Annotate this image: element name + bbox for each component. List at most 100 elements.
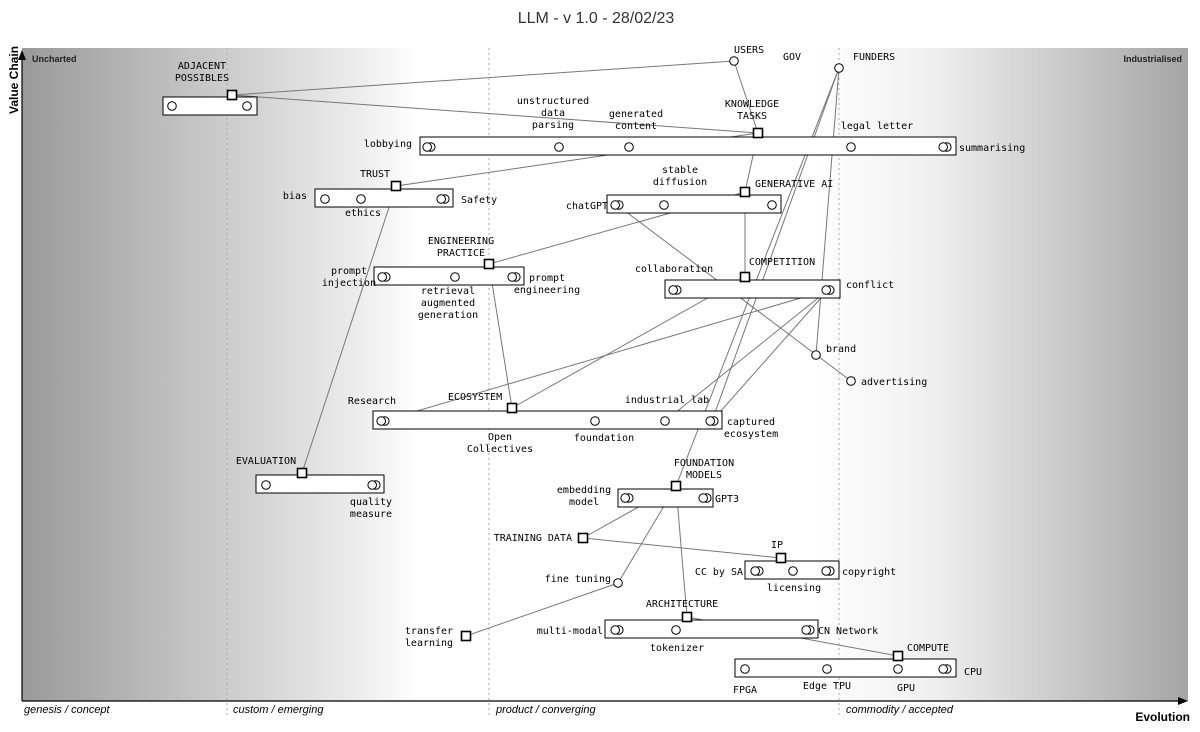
component-label: USERS (734, 45, 764, 56)
edge-funders-to-captured (711, 67, 840, 422)
component-research[interactable]: Research (348, 396, 396, 426)
edge-funders-to-brand (815, 67, 840, 356)
component-label: GENERATIVE AI (755, 179, 833, 190)
component-double-circle-icon (507, 272, 518, 282)
pipeline-architecture (604, 619, 819, 639)
component-generative[interactable]: GENERATIVE AI (739, 179, 834, 198)
y-axis-label: Value Chain (7, 46, 21, 114)
component-chatgpt[interactable]: chatGPT (566, 200, 624, 212)
component-cn_network[interactable]: CN Network (801, 625, 878, 637)
component-edgetpu[interactable]: Edge TPU (803, 664, 851, 692)
component-collaboration[interactable]: collaboration (635, 264, 713, 295)
component-double-circle-icon (938, 142, 949, 152)
component-gen_right[interactable] (767, 200, 777, 210)
component-advertising[interactable]: advertising (846, 376, 928, 388)
component-licensing[interactable]: licensing (767, 566, 821, 594)
component-copyright[interactable]: copyright (821, 566, 896, 578)
industrialised-label: Industrialised (1123, 54, 1182, 64)
component-label: Edge TPU (803, 681, 851, 692)
component-square-icon (506, 402, 518, 414)
component-bias[interactable]: bias (283, 191, 330, 204)
edge-users-to-adjacent (231, 60, 735, 96)
component-fine_tuning[interactable]: fine tuning (545, 574, 623, 588)
component-fpga[interactable]: FPGA (733, 664, 757, 696)
component-safety[interactable]: Safety (436, 194, 497, 206)
component-circle-icon (834, 63, 844, 73)
component-funders[interactable]: FUNDERS (834, 52, 895, 73)
component-evaluation[interactable]: EVALUATION (236, 456, 308, 479)
component-ccbysa[interactable]: CC by SA (695, 566, 764, 578)
pipeline-adjacent (162, 96, 258, 116)
component-ethics[interactable]: ethics (345, 194, 381, 219)
component-double-circle-icon (938, 664, 949, 674)
component-adj_right[interactable] (242, 101, 252, 111)
component-square-icon (577, 532, 589, 544)
component-industrial[interactable]: industrial lab (625, 395, 709, 426)
component-square-icon (739, 271, 751, 283)
pipelines-layer (162, 96, 957, 678)
component-ecosystem[interactable]: ECOSYSTEM (448, 392, 518, 414)
pipeline-trust (314, 188, 454, 208)
component-cpu[interactable]: CPU (938, 664, 982, 678)
component-gpu[interactable]: GPU (893, 664, 915, 694)
stage-product: product / converging (495, 704, 597, 716)
component-circle-icon (356, 194, 366, 204)
component-gpt3[interactable]: GPT3 (698, 493, 739, 505)
component-double-circle-icon (821, 566, 832, 576)
component-gov[interactable]: GOV (783, 52, 801, 63)
y-axis-arrow-icon (18, 50, 26, 60)
pipeline-engineering (373, 266, 525, 286)
component-tokenizer[interactable]: tokenizer (650, 625, 704, 654)
edge-competition-to-ecosystem (511, 276, 746, 409)
component-eval_left[interactable] (261, 480, 271, 490)
component-ip[interactable]: IP (771, 540, 787, 564)
component-legal[interactable]: legal letter (841, 121, 913, 152)
component-architecture[interactable]: ARCHITECTURE (646, 599, 718, 623)
x-axis-arrow-icon (1178, 697, 1188, 705)
component-circle-icon (846, 142, 856, 152)
map-title: LLM - v 1.0 - 28/02/23 (518, 10, 675, 27)
component-conflict[interactable]: conflict (821, 280, 894, 295)
component-multimodal[interactable]: multi-modal (537, 625, 624, 637)
component-trust[interactable]: TRUST (360, 169, 402, 192)
component-label: FUNDERS (853, 52, 895, 63)
component-label: summarising (959, 143, 1025, 154)
component-double-circle-icon (610, 625, 621, 635)
component-compute[interactable]: COMPUTE (892, 643, 950, 662)
component-label: ECOSYSTEM (448, 392, 502, 403)
component-lobbying[interactable]: lobbying (364, 139, 436, 152)
component-label: CPU (964, 667, 982, 678)
component-brand[interactable]: brand (811, 344, 856, 360)
component-users[interactable]: USERS (729, 45, 764, 66)
component-label: collaboration (635, 264, 713, 275)
component-competition[interactable]: COMPETITION (739, 257, 816, 283)
component-foundation[interactable]: foundation (574, 416, 634, 444)
evolution-background (22, 48, 1188, 701)
pipeline-competition (664, 279, 841, 299)
component-training[interactable]: TRAINING DATA (494, 532, 589, 544)
component-adj_left[interactable] (167, 101, 177, 111)
component-square-icon (739, 186, 751, 198)
component-summarising[interactable]: summarising (938, 142, 1025, 154)
